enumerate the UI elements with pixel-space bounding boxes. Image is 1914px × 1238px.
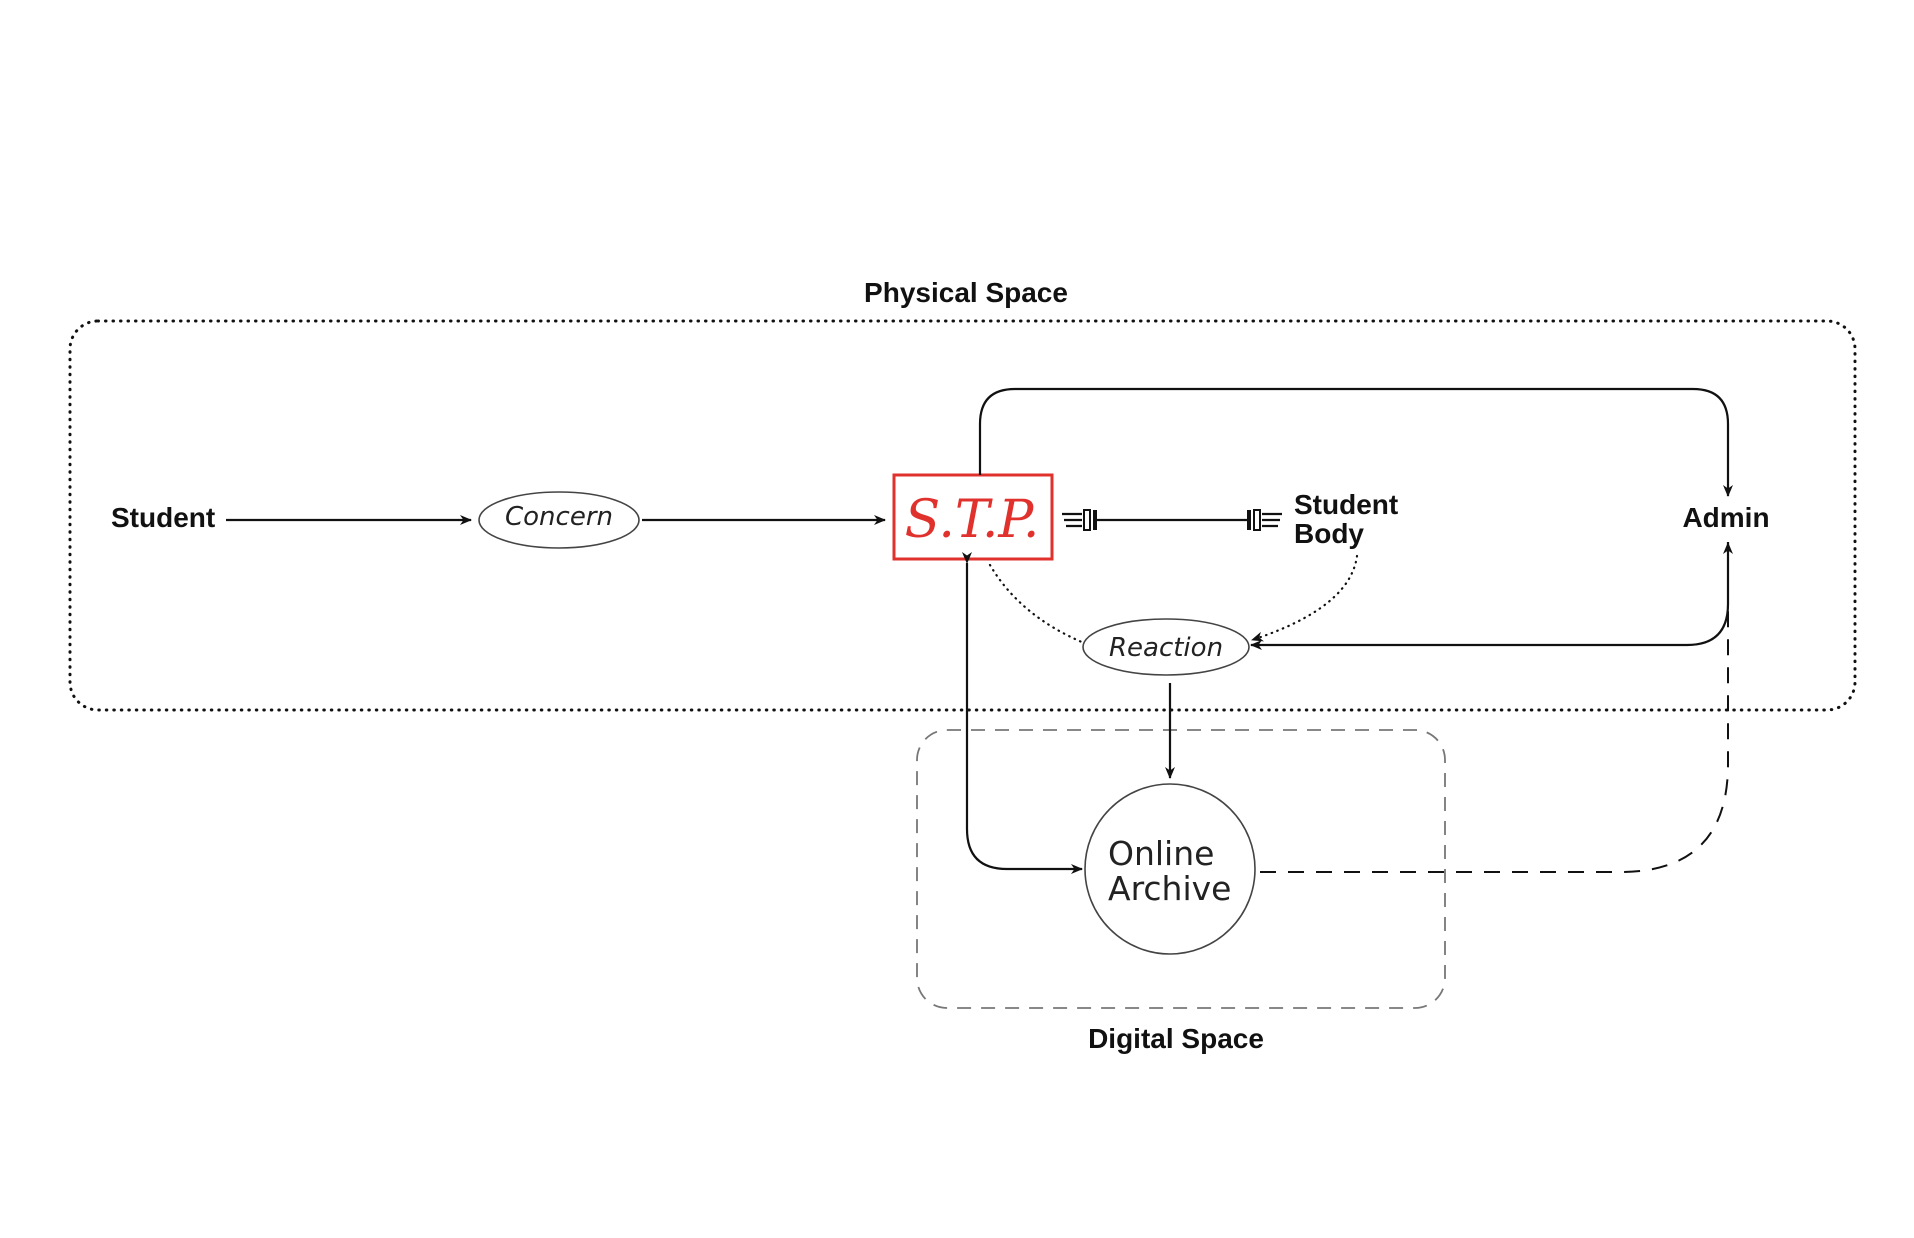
online-archive-node (1084, 783, 1256, 955)
stp-to-reaction-link (988, 563, 1086, 645)
concern-node (478, 491, 640, 549)
archive-to-admin-dashed-arrow (1260, 542, 1733, 873)
admin-to-reaction-arrow (1250, 542, 1730, 650)
digital-space-boundary (916, 729, 1446, 1009)
reaction-label: Reaction (1109, 633, 1223, 663)
student-body-label-line2: Body (1294, 518, 1364, 549)
reaction-node (1082, 618, 1250, 676)
online-archive-label-line2: Archive (1108, 869, 1231, 908)
admin-label: Admin (1682, 502, 1769, 533)
stp-label: S.T.P. (905, 490, 1040, 550)
stp-to-admin-arrow (978, 387, 1733, 497)
pointing-hand-right-icon (1247, 509, 1282, 531)
pointing-hand-left-icon (1062, 509, 1097, 531)
digital-space-label: Digital Space (1088, 1023, 1264, 1054)
student-body-label-line1: Student (1294, 489, 1398, 520)
stp-archive-bidirectional-arrow (962, 552, 1083, 874)
online-archive-label-line1: Online (1108, 834, 1214, 873)
concern-label: Concern (505, 502, 613, 532)
physical-space-label: Physical Space (864, 277, 1068, 308)
student-label: Student (111, 502, 215, 533)
student-body-to-reaction-arrow (1250, 554, 1359, 642)
